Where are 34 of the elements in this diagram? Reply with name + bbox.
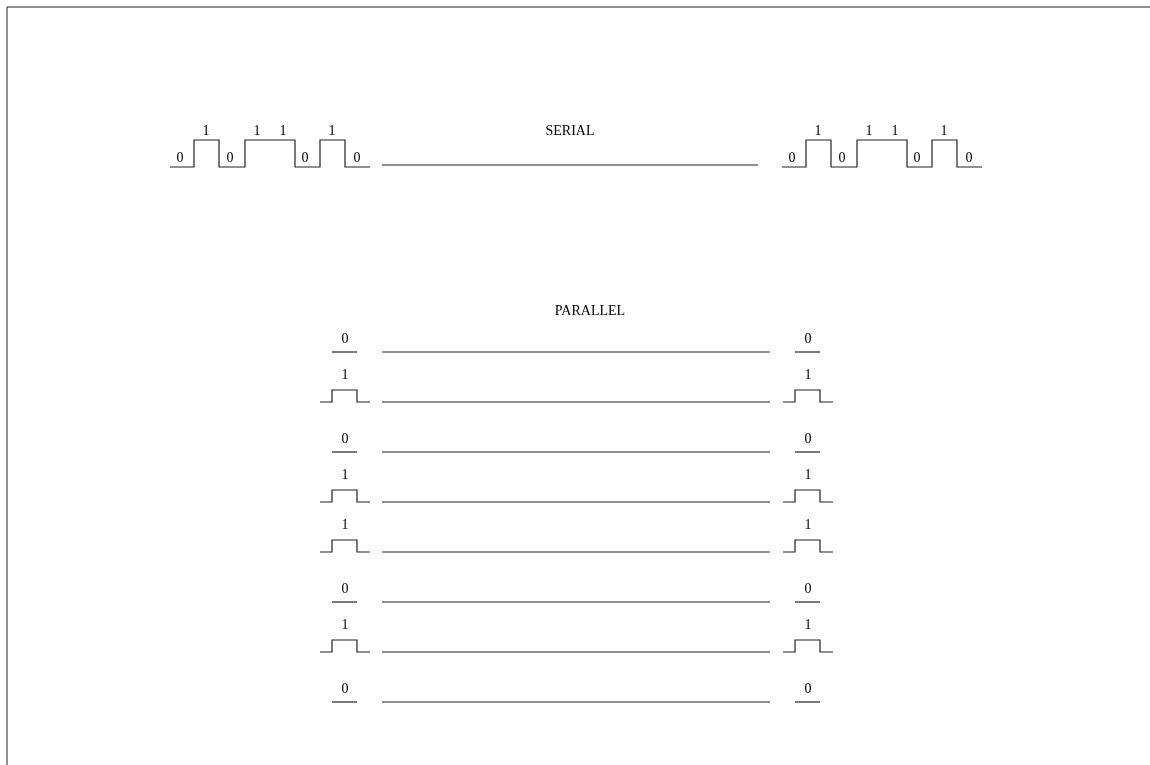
bit-value: 0 — [341, 432, 349, 446]
bit-value: 1 — [804, 368, 812, 382]
bit-value: 1 — [940, 124, 948, 138]
bit-value: 0 — [353, 151, 361, 165]
bit-value: 1 — [865, 124, 873, 138]
bit-value: 1 — [804, 518, 812, 532]
heading-label: PARALLEL — [554, 304, 626, 318]
bit-value: 1 — [253, 124, 261, 138]
bit-value: 1 — [804, 468, 812, 482]
bit-value: 0 — [341, 332, 349, 346]
bit-value: 0 — [804, 332, 812, 346]
bit-value: 0 — [788, 151, 796, 165]
bit-value: 1 — [341, 518, 349, 532]
bit-value: 0 — [804, 682, 812, 696]
bit-value: 0 — [226, 151, 234, 165]
bit-value: 1 — [814, 124, 822, 138]
bit-value: 0 — [804, 432, 812, 446]
bit-value: 1 — [341, 368, 349, 382]
bit-value: 1 — [341, 468, 349, 482]
bit-value: 0 — [176, 151, 184, 165]
bit-value: 0 — [913, 151, 921, 165]
bit-value: 0 — [341, 682, 349, 696]
bit-value: 1 — [279, 124, 287, 138]
heading-label: SERIAL — [545, 124, 595, 138]
bit-value: 0 — [838, 151, 846, 165]
bit-value: 0 — [804, 582, 812, 596]
bit-value: 1 — [202, 124, 210, 138]
bit-value: 0 — [301, 151, 309, 165]
bit-value: 1 — [341, 618, 349, 632]
bit-value: 0 — [341, 582, 349, 596]
bit-value: 0 — [965, 151, 973, 165]
bit-value: 1 — [891, 124, 899, 138]
bit-value: 1 — [804, 618, 812, 632]
bit-value: 1 — [328, 124, 336, 138]
